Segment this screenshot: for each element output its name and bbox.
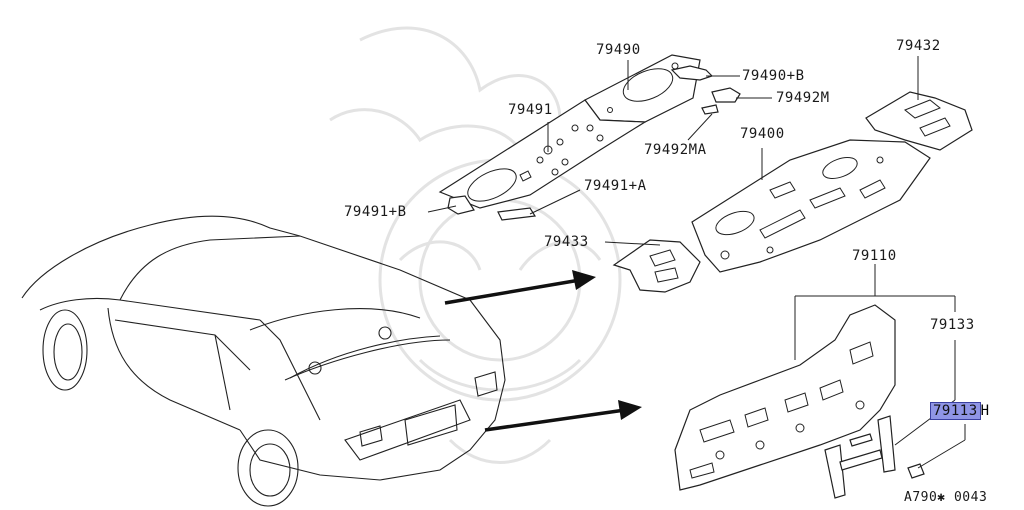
label-79110[interactable]: 79110 xyxy=(852,248,897,264)
label-79490[interactable]: 79490 xyxy=(596,42,641,58)
part-79491a[interactable] xyxy=(497,207,537,221)
part-79491-panel[interactable] xyxy=(438,99,647,209)
part-79110-panel[interactable] xyxy=(674,304,896,491)
label-79433[interactable]: 79433 xyxy=(544,234,589,250)
part-79490-panel[interactable] xyxy=(584,54,701,123)
car-outline xyxy=(21,215,506,507)
label-79491b[interactable]: 79491+B xyxy=(344,204,407,220)
label-79491a[interactable]: 79491+A xyxy=(584,178,647,194)
part-79492m[interactable] xyxy=(711,87,741,103)
label-79400[interactable]: 79400 xyxy=(740,126,785,142)
part-79113-clip[interactable] xyxy=(907,463,925,479)
label-79432[interactable]: 79432 xyxy=(896,38,941,54)
leader-lines xyxy=(427,56,966,469)
reference-code: A790✱ 0043 xyxy=(904,490,988,505)
label-79492ma[interactable]: 79492MA xyxy=(644,142,707,158)
part-79400-panel[interactable] xyxy=(691,139,931,273)
label-79133[interactable]: 79133 xyxy=(930,317,975,333)
label-79113-highlighted[interactable]: 79113 xyxy=(930,402,981,420)
label-79490b[interactable]: 79490+B xyxy=(742,68,805,84)
label-79491[interactable]: 79491 xyxy=(508,102,553,118)
part-79133-bracket[interactable] xyxy=(824,415,896,499)
part-79433[interactable] xyxy=(612,239,701,293)
part-79492ma[interactable] xyxy=(701,104,719,115)
pointer-arrow-lower xyxy=(484,400,642,432)
part-79432[interactable] xyxy=(865,91,973,151)
label-79492m[interactable]: 79492M xyxy=(776,90,830,106)
pointer-arrow-upper xyxy=(444,270,596,305)
part-79491b[interactable] xyxy=(447,195,475,215)
label-79113-suffix: H xyxy=(980,403,990,419)
